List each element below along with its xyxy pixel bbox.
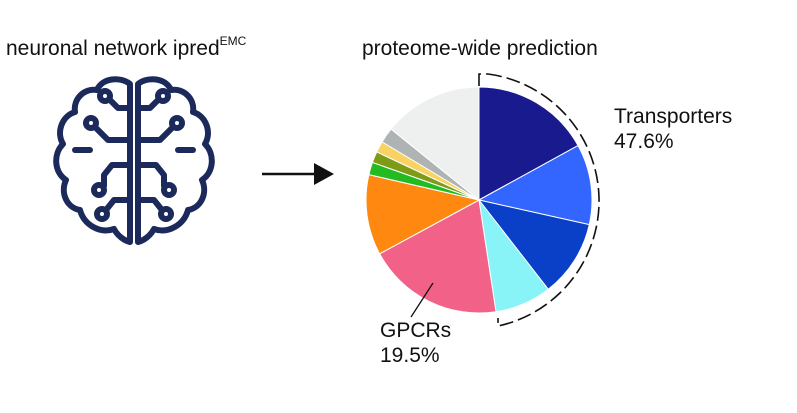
pie-slice-1	[478, 86, 579, 201]
brain-circuit-icon	[53, 76, 215, 245]
gpcrs-value: 19.5%	[380, 344, 440, 368]
pie-chart	[365, 86, 593, 314]
gpcrs-label: GPCRs	[380, 319, 452, 342]
transporters-value: 47.6%	[614, 130, 674, 154]
gpcrs-leader-line	[410, 282, 434, 318]
left-panel-title: neuronal network ipredEMC	[6, 35, 246, 60]
pie-slice-5	[378, 199, 497, 314]
pie-slice-6	[365, 174, 481, 255]
pie-slice-3	[477, 199, 590, 290]
transporters-callout: Transporters 47.6%	[614, 104, 732, 154]
right-arrow-icon	[262, 163, 334, 185]
left-panel-title-superscript: EMC	[219, 34, 247, 48]
pie-slice-2	[477, 144, 593, 226]
right-panel-title: proteome-wide prediction	[362, 37, 598, 60]
transporters-bracket	[478, 73, 600, 327]
gpcrs-callout: GPCRs 19.5%	[380, 318, 451, 368]
left-panel-title-main: neuronal network ipred	[6, 37, 220, 60]
pie-slice-11	[390, 86, 480, 202]
transporters-label: Transporters	[614, 105, 733, 128]
